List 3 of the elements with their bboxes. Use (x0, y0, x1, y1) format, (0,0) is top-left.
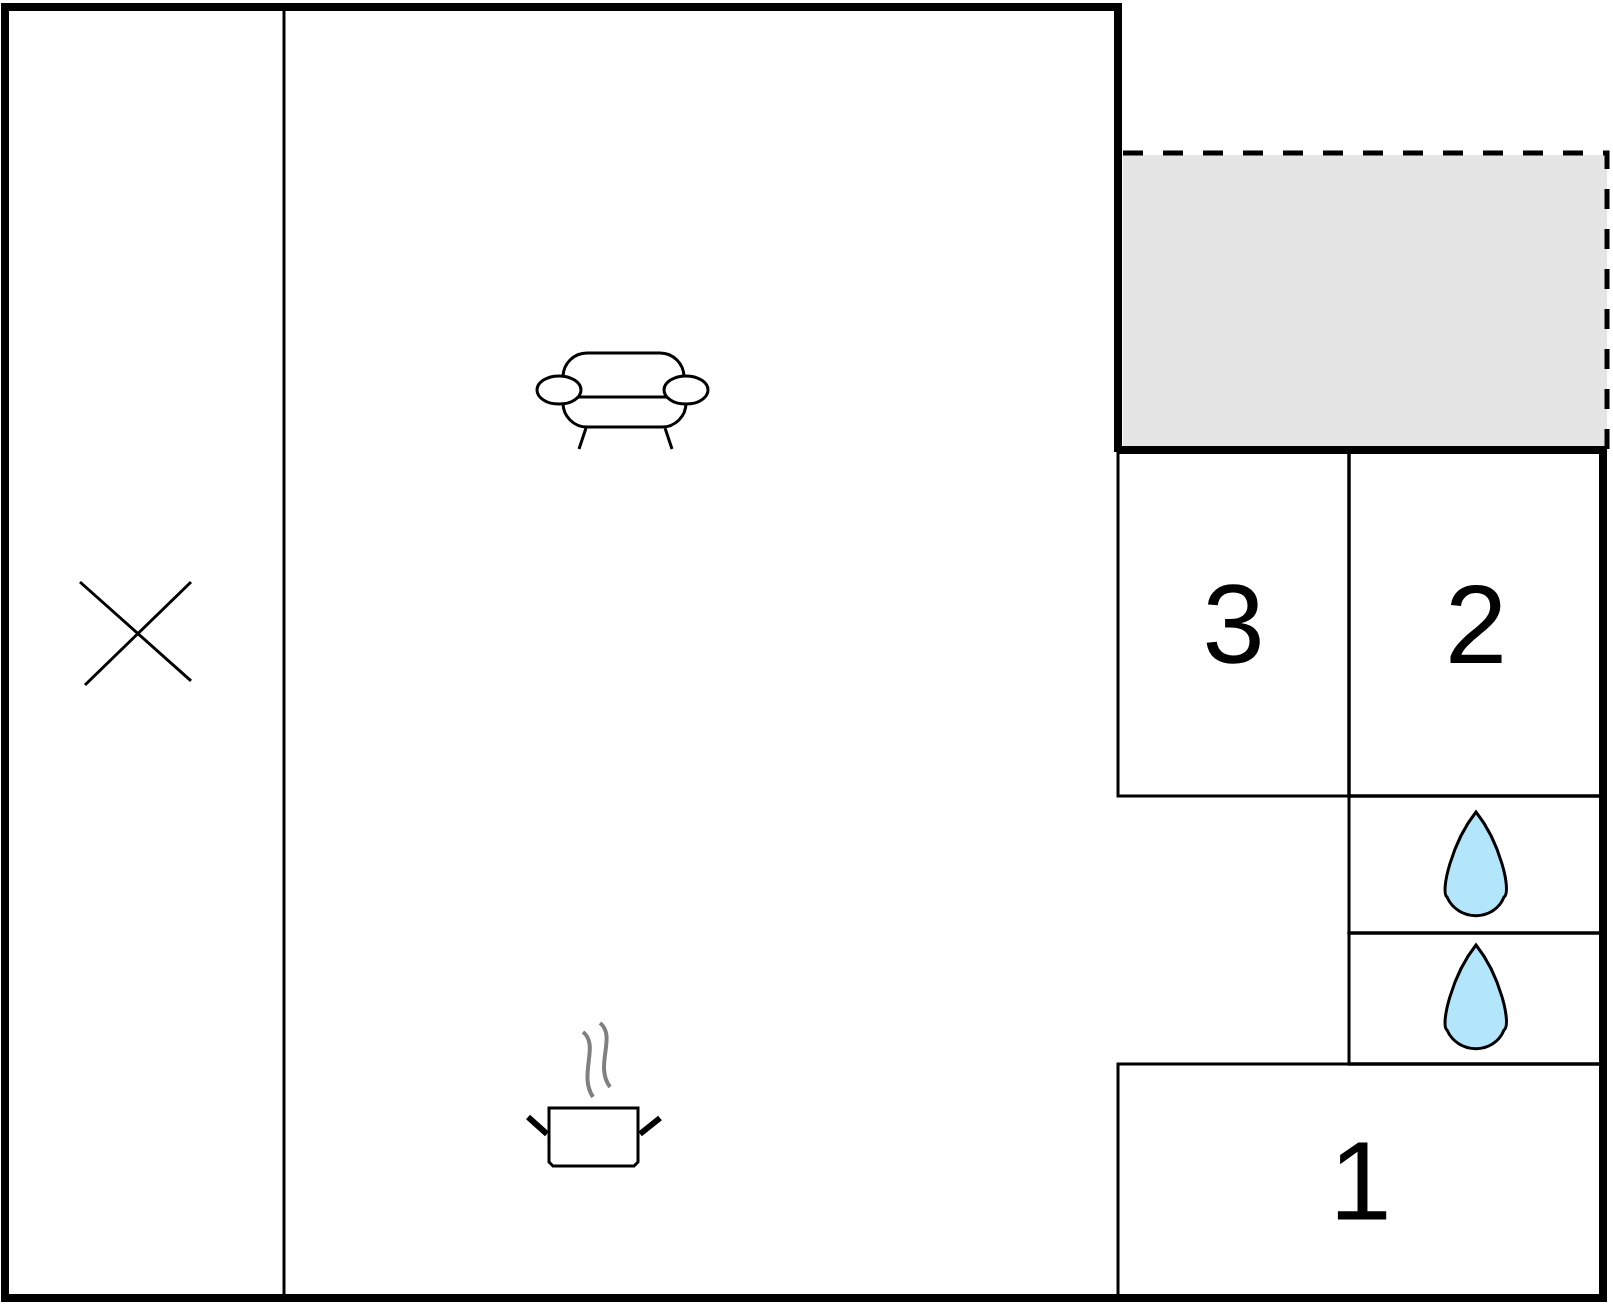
room: 2 (1347, 450, 1605, 798)
room: 1 (1116, 1062, 1605, 1300)
room: 3 (1116, 450, 1351, 798)
